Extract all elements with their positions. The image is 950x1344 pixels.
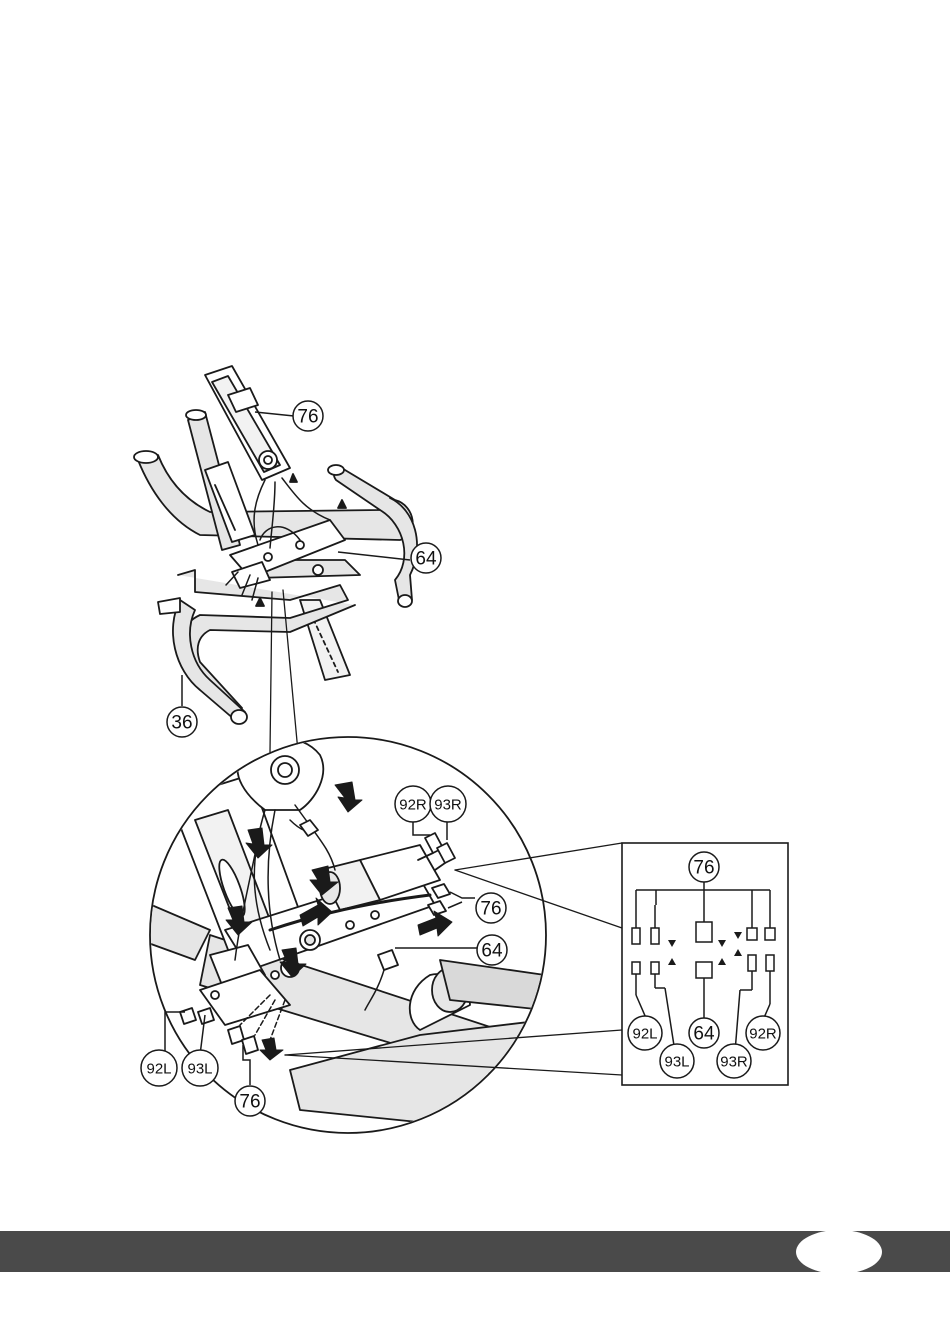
label-76-detail-bottom: 76 — [239, 1092, 260, 1113]
label-76-inset: 76 — [693, 858, 714, 879]
label-36-handlebar: 36 — [171, 713, 192, 734]
handlebar-assembly-overview — [134, 366, 417, 724]
label-92l-inset: 92L — [632, 1026, 657, 1043]
detail-magnified-view — [140, 590, 622, 1135]
page-number-badge — [796, 1230, 882, 1274]
label-92l-detail: 92L — [146, 1061, 171, 1078]
label-92r-inset: 92R — [749, 1026, 777, 1043]
label-93r-detail: 93R — [434, 797, 462, 814]
label-64-inset: 64 — [693, 1024, 715, 1045]
label-92r-detail: 92R — [399, 797, 427, 814]
label-93l-inset: 93L — [664, 1054, 689, 1071]
label-76-console: 76 — [297, 407, 318, 428]
label-76-detail-right: 76 — [480, 899, 501, 920]
label-64-detail: 64 — [481, 941, 503, 962]
label-64-top: 64 — [415, 549, 437, 570]
label-93r-inset: 93R — [720, 1054, 748, 1071]
label-93l-detail: 93L — [187, 1061, 212, 1078]
